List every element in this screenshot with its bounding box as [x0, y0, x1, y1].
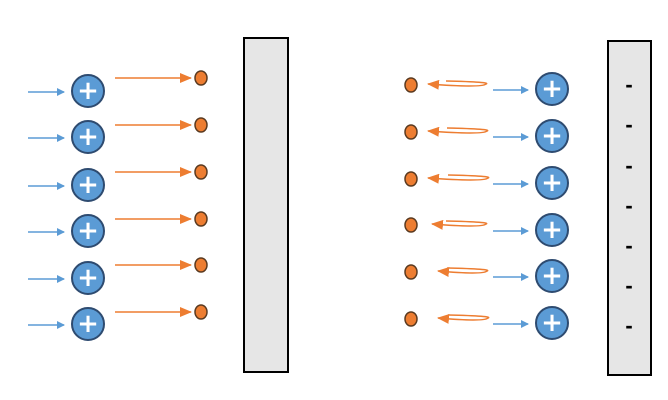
emitted-particle — [194, 70, 208, 86]
reflection-arrow — [427, 173, 490, 184]
ion-circle — [535, 166, 569, 200]
reflection-arrow — [437, 313, 490, 324]
negative-charge-sign: - — [625, 273, 632, 298]
reflected-particle — [404, 171, 418, 187]
right-positive-ion-3: + — [535, 166, 569, 200]
ion-charge-label: + — [77, 122, 99, 152]
negative-charge-sign: - — [625, 72, 632, 97]
negative-charge-sign: - — [625, 193, 632, 218]
reflection-arrow — [427, 126, 489, 137]
left-positive-ion-3: + — [71, 168, 105, 202]
neutral-plate — [243, 37, 289, 373]
ion-charge-label: + — [77, 263, 99, 293]
ion-circle — [71, 168, 105, 202]
emitted-particle — [194, 164, 208, 180]
reflected-particle — [404, 311, 418, 327]
ion-charge-label: + — [541, 308, 563, 338]
right-ion-rows: + + + + + + — [404, 72, 569, 340]
negative-charge-sign: - — [625, 313, 632, 338]
reflected-particle — [404, 264, 418, 280]
right-positive-ion-5: + — [535, 259, 569, 293]
reflection-arrow — [437, 266, 489, 277]
left-panel: + + + + + + — [28, 37, 289, 373]
reflected-particle — [404, 124, 418, 140]
ion-circle — [71, 74, 105, 108]
left-positive-ion-2: + — [71, 120, 105, 154]
right-positive-ion-6: + — [535, 306, 569, 340]
ion-circle — [71, 214, 105, 248]
left-positive-ion-4: + — [71, 214, 105, 248]
negative-plate — [607, 40, 652, 376]
right-positive-ion-2: + — [535, 119, 569, 153]
ion-circle — [535, 119, 569, 153]
ion-charge-label: + — [77, 76, 99, 106]
emitted-particle — [194, 211, 208, 227]
negative-charge-sign: - — [625, 153, 632, 178]
reflected-particle — [404, 217, 418, 233]
ion-charge-label: + — [541, 74, 563, 104]
ion-charge-label: + — [541, 168, 563, 198]
negative-charge-sign: - — [625, 233, 632, 258]
left-positive-ion-5: + — [71, 261, 105, 295]
reflection-arrow — [427, 79, 488, 90]
ion-charge-label: + — [541, 215, 563, 245]
ion-circle — [535, 72, 569, 106]
right-positive-ion-1: + — [535, 72, 569, 106]
reflected-particle — [404, 77, 418, 93]
emitted-particle — [194, 117, 208, 133]
ion-charge-label: + — [541, 261, 563, 291]
ion-charge-label: + — [77, 216, 99, 246]
left-ion-rows: + + + + + + — [28, 70, 208, 341]
left-positive-ion-1: + — [71, 74, 105, 108]
plate-signs: - - - - - - - — [625, 72, 632, 338]
ion-circle — [71, 307, 105, 341]
ion-charge-label: + — [77, 170, 99, 200]
negative-charge-sign: - — [625, 112, 632, 137]
ion-charge-label: + — [77, 309, 99, 339]
emitted-particle — [194, 304, 208, 320]
ion-circle — [535, 306, 569, 340]
ion-charge-label: + — [541, 121, 563, 151]
left-positive-ion-6: + — [71, 307, 105, 341]
ion-circle — [535, 213, 569, 247]
ion-circle — [71, 261, 105, 295]
emitted-particle — [194, 257, 208, 273]
right-positive-ion-4: + — [535, 213, 569, 247]
reflection-arrow — [431, 219, 488, 230]
right-panel: - - - - - - - + + + + + + — [404, 40, 652, 376]
ion-circle — [71, 120, 105, 154]
ion-circle — [535, 259, 569, 293]
